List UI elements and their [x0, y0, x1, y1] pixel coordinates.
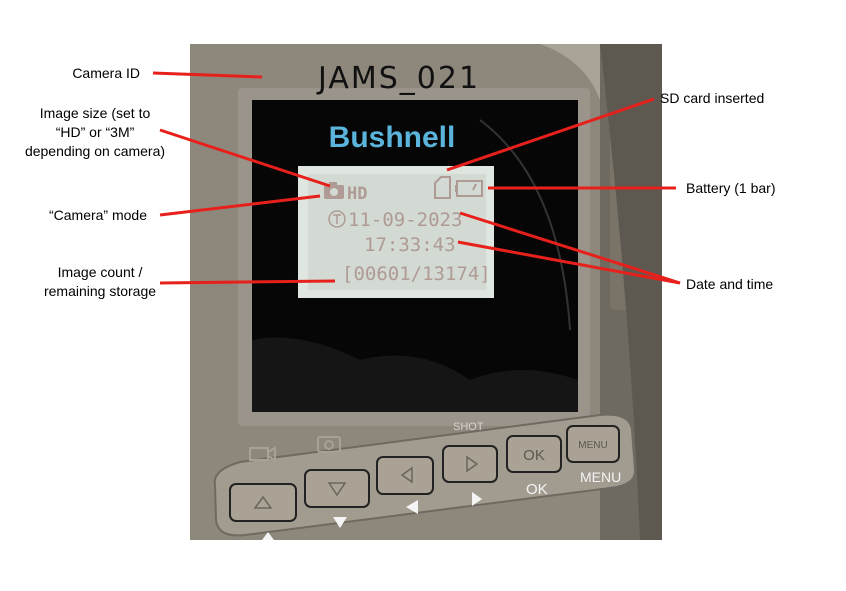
shot-label: SHOT [453, 421, 484, 433]
camera-mode-icon [324, 182, 344, 199]
label-battery: Battery (1 bar) [686, 180, 775, 196]
ok-label: OK [526, 481, 548, 498]
label-image-count-2: remaining storage [44, 283, 156, 299]
battery-icon [455, 180, 483, 197]
label-image-count-1: Image count / [58, 264, 143, 280]
label-sd-card: SD card inserted [660, 90, 764, 106]
camera-photo: Bushnell JAMS_021 HD 11 [190, 44, 662, 540]
timer-icon [328, 210, 346, 228]
right-button[interactable] [442, 445, 498, 483]
image-size-value: HD [347, 184, 367, 204]
sd-card-icon [434, 176, 451, 199]
ok-button[interactable]: OK [506, 435, 562, 473]
lcd-display: HD 11-09-2023 17:33:43 [00601/13174] [298, 166, 494, 298]
down-button[interactable] [304, 469, 370, 508]
time-value: 17:33:43 [364, 234, 456, 256]
label-date-time: Date and time [686, 276, 773, 292]
image-count-value: [00601/13174] [342, 263, 491, 285]
brand-logo: Bushnell [329, 121, 456, 154]
menu-button[interactable]: MENU [566, 425, 620, 463]
label-image-size-2: “HD” or “3M” [56, 124, 135, 140]
left-button[interactable] [376, 456, 434, 495]
label-image-size-1: Image size (set to [40, 105, 151, 121]
annotation-lines [152, 71, 681, 285]
photo-mode-icon [317, 436, 341, 453]
svg-text:MENU: MENU [578, 440, 607, 451]
menu-label: MENU [580, 469, 621, 485]
up-button[interactable] [229, 483, 297, 522]
date-value: 11-09-2023 [348, 209, 462, 231]
label-camera-mode: “Camera” mode [49, 207, 147, 223]
label-camera-id: Camera ID [72, 65, 140, 81]
handwritten-camera-id: JAMS_021 [316, 61, 480, 96]
svg-text:OK: OK [523, 447, 545, 464]
video-mode-icon [249, 446, 276, 462]
label-image-size-3: depending on camera) [25, 143, 165, 159]
